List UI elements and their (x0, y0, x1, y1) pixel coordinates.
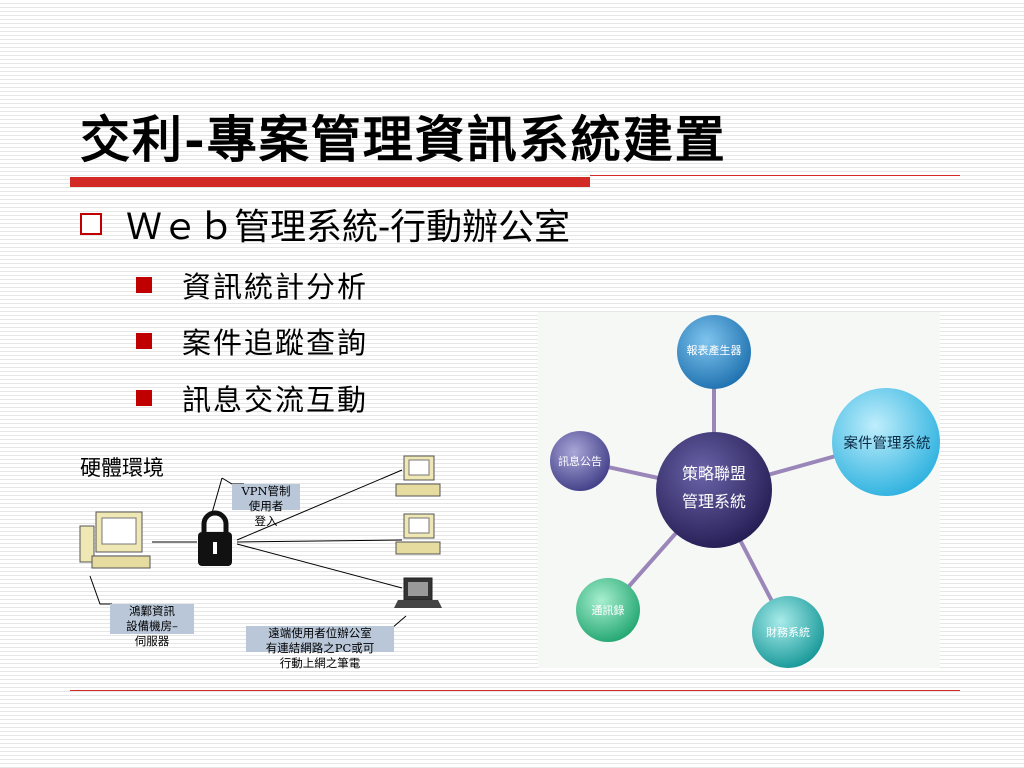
filled-square-bullet-icon (136, 333, 152, 349)
remote-caption: 遠端使用者位辦公室 有連結網路之PC或可 行動上網之筆電 (246, 626, 394, 670)
slide-title: 交利-專案管理資訊系統建置 (80, 110, 727, 169)
strategic-alliance-label: 策略聯盟 管理系統 (664, 460, 764, 516)
message-board-node (550, 431, 610, 491)
vpn-caption-line: VPN管制 (241, 484, 291, 498)
remote-caption-line: 遠端使用者位辦公室 (268, 626, 372, 640)
finance-node (752, 596, 824, 668)
strategic-alliance-label-line: 策略聯盟 (681, 464, 746, 483)
title-underline-thin (590, 175, 960, 176)
server-caption-line: 伺服器 (134, 634, 170, 648)
bullet-level2-text: 資訊統計分析 (182, 270, 369, 304)
lock-icon (198, 510, 232, 566)
system-diagram: 報表產生器 案件管理系統 訊息公告 通訊錄 財務系統 策略聯盟 管理系統 (538, 312, 940, 668)
case-management-label: 案件管理系統 (843, 436, 931, 452)
filled-square-bullet-icon (136, 277, 152, 293)
bullet-level2-item: 訊息交流互動 (136, 377, 368, 419)
hollow-square-bullet-icon (80, 213, 102, 235)
strategic-alliance-label-line: 管理系統 (681, 492, 746, 511)
contacts-label: 通訊錄 (591, 604, 625, 617)
vpn-caption: VPN管制 使用者 登入 (232, 484, 300, 528)
title-underline (70, 177, 590, 187)
server-caption: 鴻鄴資訊 設備機房– 伺服器 (110, 604, 194, 648)
remote-caption-line: 行動上網之筆電 (279, 656, 361, 670)
strategic-alliance-node (656, 432, 772, 548)
case-management-node (832, 388, 940, 496)
footer-rule (70, 690, 960, 691)
bullet-level2-text: 案件追蹤查詢 (182, 326, 369, 360)
server-computer-icon (79, 511, 151, 569)
finance-label: 財務系統 (766, 626, 810, 639)
bullet-level2-item: 資訊統計分析 (136, 264, 368, 306)
server-caption-line: 設備機房– (126, 619, 178, 633)
bullet-level1-text: Ｗｅｂ管理系統-行動辦公室 (126, 207, 571, 248)
bullet-level2-item: 案件追蹤查詢 (136, 320, 368, 362)
network-diagram (79, 455, 442, 629)
report-generator-node (677, 315, 751, 389)
client-computer-icon (395, 513, 441, 555)
message-board-label: 訊息公告 (558, 455, 602, 468)
client-computer-icon (395, 455, 441, 497)
report-generator-label: 報表產生器 (686, 344, 742, 357)
contacts-node (576, 578, 640, 642)
bullet-level2-text: 訊息交流互動 (182, 383, 369, 417)
laptop-icon (394, 577, 442, 608)
remote-caption-line: 有連結網路之PC或可 (265, 641, 375, 655)
hardware-label: 硬體環境 (80, 456, 164, 480)
vpn-caption-line: 登入 (254, 514, 278, 528)
filled-square-bullet-icon (136, 390, 152, 406)
vpn-caption-line: 使用者 (248, 499, 284, 513)
bullet-level1: Ｗｅｂ管理系統-行動辦公室 (80, 198, 570, 250)
server-caption-line: 鴻鄴資訊 (129, 604, 175, 618)
